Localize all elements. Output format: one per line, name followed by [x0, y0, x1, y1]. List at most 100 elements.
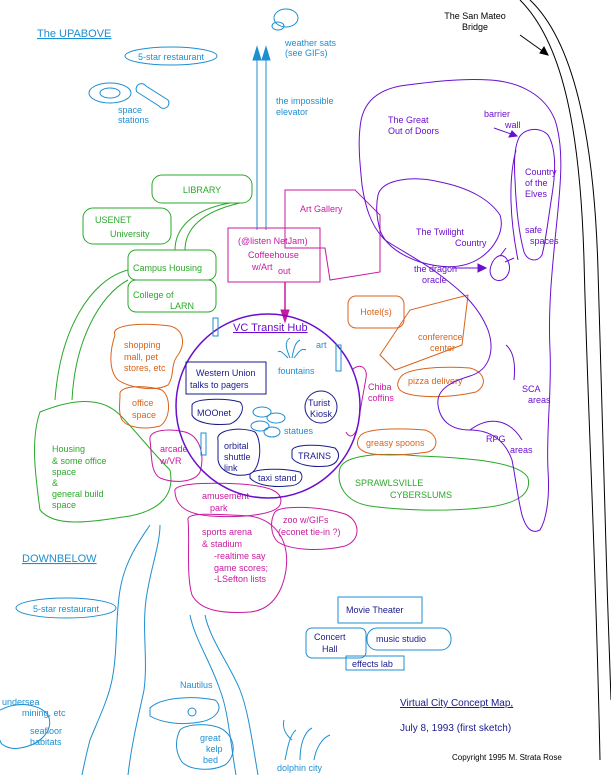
green-connector-3: [54, 269, 129, 401]
housing-label-1: Housing: [52, 444, 85, 454]
weather-sats-2: (see GIFs): [285, 48, 328, 58]
usenet-box: [82, 207, 172, 245]
rpg-2: areas: [510, 445, 533, 455]
statue-3: [250, 420, 270, 432]
sprawlsville-2: CYBERSLUMS: [390, 490, 452, 500]
country-elves-3: Elves: [525, 189, 548, 199]
music-studio-box: [366, 627, 452, 651]
chasm-right-2: [204, 614, 259, 775]
barrier-wall-2: wall: [504, 120, 521, 130]
nautilus-core: [187, 707, 197, 717]
nautilus-shape: [149, 697, 220, 725]
safe-spaces-1: safe: [525, 225, 542, 235]
housing-label-2: & some office: [52, 456, 106, 466]
usenet-label-1: USENET: [95, 215, 132, 225]
concert-hall-2: Hall: [322, 644, 338, 654]
undersea-2: mining, etc: [22, 708, 66, 718]
college-box: [127, 279, 217, 313]
transit-hub-circle: [175, 313, 361, 499]
hub-fountains: fountains: [278, 366, 315, 376]
san-mateo-label-2: Bridge: [462, 22, 488, 32]
turist-kiosk-1: Turist: [308, 398, 331, 408]
sports-label-3: -realtime say: [214, 551, 266, 561]
conference-label-1: conference: [418, 332, 463, 342]
coffeehouse-box: [227, 227, 321, 283]
kelp-2: kelp: [206, 744, 223, 754]
sports-label-2: & stadium: [202, 539, 242, 549]
amusement-label-1: amusement: [202, 491, 250, 501]
orbital-label-3: link: [224, 463, 238, 473]
dragon-oracle-2: oracle: [422, 275, 447, 285]
hub-art-bar-1: [212, 317, 219, 337]
barrier-wall-line: [510, 149, 519, 261]
amusement-label-2: park: [210, 503, 228, 513]
turist-kiosk-2: Kiosk: [310, 409, 333, 419]
hub-title: VC Transit Hub: [233, 322, 308, 334]
zoo-label-2: (econet tie-in ?): [278, 527, 341, 537]
sports-label-4: game scores;: [214, 563, 268, 573]
undersea-shape: [0, 704, 51, 749]
hotel-box: [347, 295, 405, 329]
chiba-outline: [345, 365, 367, 437]
housing-label-4: &: [52, 478, 58, 488]
campus-housing-label: Campus Housing: [133, 263, 202, 273]
seafloor-2: habitats: [30, 737, 62, 747]
greasy-spoons-label: greasy spoons: [366, 438, 425, 448]
dolphin-city-icon: [283, 719, 331, 761]
pizza-label: pizza delivery: [408, 376, 463, 386]
twilight-region: [376, 178, 502, 268]
movie-theater-label: Movie Theater: [346, 605, 403, 615]
office-label-1: office: [132, 398, 153, 408]
space-station-cylinder: [135, 83, 170, 109]
western-union-2: talks to pagers: [190, 380, 249, 390]
trains-blob: [291, 444, 339, 467]
movie-theater-box: [337, 596, 423, 624]
hotel-label: Hotel(s): [360, 307, 392, 317]
art-gallery-shape: [284, 189, 381, 281]
housing-label-3: space: [52, 467, 76, 477]
college-label-2: LARN: [170, 301, 194, 311]
coffeehouse-label-2: Coffeehouse: [248, 250, 299, 260]
shopping-blob: [110, 323, 183, 390]
great-outdoors-region: [358, 78, 562, 532]
green-connector-4: [71, 279, 129, 401]
sports-blob: [187, 513, 288, 613]
space-station-ring: [88, 82, 132, 104]
housing-label-5: general build: [52, 489, 104, 499]
orbital-label-2: shuttle: [224, 452, 251, 462]
shopping-label-1: shopping: [124, 340, 161, 350]
hub-art-bar-3: [200, 432, 207, 456]
caption-copyright: Copyright 1995 M. Strata Rose: [452, 753, 562, 762]
art-gallery-label: Art Gallery: [300, 204, 343, 214]
upabove-restaurant-oval: [124, 46, 218, 66]
housing-label-6: space: [52, 500, 76, 510]
turist-kiosk-circle: [304, 390, 338, 424]
seafloor-1: seafloor: [30, 726, 62, 736]
chiba-label-2: coffins: [368, 393, 394, 403]
sca-1: SCA: [522, 384, 541, 394]
space-stations-1: space: [118, 105, 142, 115]
moonet-label: MOOnet: [197, 408, 232, 418]
dragon-icon: [489, 247, 515, 281]
kelp-3: bed: [203, 755, 218, 765]
downbelow-title: DOWNBELOW: [22, 553, 97, 565]
usenet-label-2: University: [110, 229, 150, 239]
caption-date: July 8, 1993 (first sketch): [400, 723, 511, 734]
effects-lab-label: effects lab: [352, 659, 393, 669]
coffeehouse-label-1: (@listen NetJam): [238, 236, 308, 246]
space-station-ring-inner: [99, 87, 121, 99]
undersea-1: undersea: [2, 697, 40, 707]
shopping-label-3: stores, etc: [124, 363, 166, 373]
orbital-label-1: orbital: [224, 441, 249, 451]
zoo-label-1: zoo w/GIFs: [283, 515, 329, 525]
statue-4: [263, 426, 281, 438]
arcade-label-1: arcade: [160, 444, 188, 454]
downbelow-restaurant: 5-star restaurant: [33, 604, 100, 614]
greasy-spoons-blob: [356, 428, 437, 456]
upabove-restaurant: 5-star restaurant: [138, 52, 205, 62]
country-elves-1: Country: [525, 167, 557, 177]
twilight-1: The Twilight: [416, 227, 464, 237]
san-mateo-bridge: [519, 0, 611, 761]
dolphin-city-label: dolphin city: [277, 763, 323, 773]
